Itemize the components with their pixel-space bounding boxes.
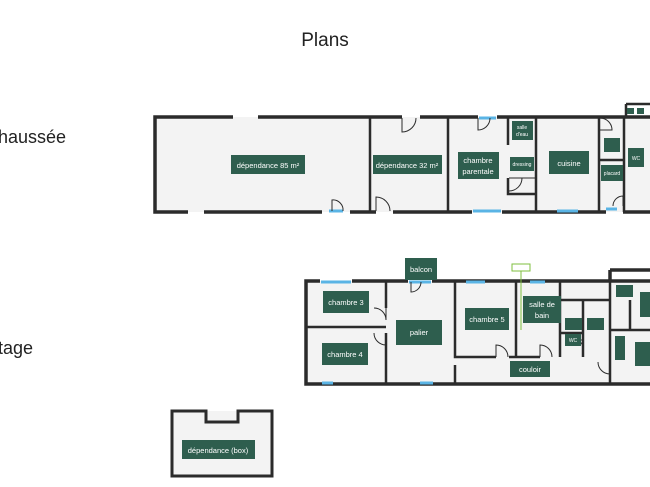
room-dependance-32 <box>373 155 442 174</box>
room-dependance-85 <box>231 155 305 174</box>
room-cuisine-label: cuisine <box>557 159 580 168</box>
room-chambre-3-label: chambre 3 <box>328 298 363 307</box>
ground-outer-walls <box>153 115 650 214</box>
room-escalier-upper <box>587 318 604 330</box>
room-wc-ground <box>628 148 644 167</box>
room-salle-bain <box>523 296 561 323</box>
room-salle-eau-line1: salle <box>517 125 528 131</box>
room-chambre-parentale <box>458 152 499 179</box>
ground-windows <box>329 116 617 213</box>
room-chambre-5 <box>465 308 509 330</box>
room-balcon <box>405 258 437 280</box>
room-dependance-85-label: dépendance 85 m² <box>237 161 300 170</box>
box-walls <box>170 409 274 478</box>
room-couloir <box>510 361 550 377</box>
box-outbuilding-plan: dépendance (box) <box>170 409 274 478</box>
room-salle-bain-line2: bain <box>535 311 549 320</box>
room-salle-eau-line2: d'eau <box>516 132 528 138</box>
room-upper-right-2 <box>640 292 650 317</box>
room-chambre-4-label: chambre 4 <box>327 350 362 359</box>
room-salle-eau <box>512 121 533 140</box>
room-escalier-ground <box>604 138 620 152</box>
room-wc-upper-label: WC <box>569 338 578 344</box>
room-balcon-label: balcon <box>410 265 432 274</box>
stair-marker <box>511 263 531 330</box>
room-small-ground-1 <box>627 108 634 114</box>
room-chambre-5-label: chambre 5 <box>469 315 504 324</box>
upper-windows <box>321 280 545 385</box>
room-chambre-partial <box>635 342 650 366</box>
ground-interior-walls <box>368 102 650 212</box>
ground-doors <box>331 117 624 212</box>
room-chambre-parentale-line2: parentale <box>462 167 493 176</box>
room-chambre-4 <box>322 343 368 365</box>
room-dependance-box <box>182 440 255 459</box>
room-chambre-3 <box>323 291 369 313</box>
page-title: Plans <box>301 30 349 51</box>
room-chambre-parentale-line1: chambre <box>463 156 492 165</box>
room-small-ground-2 <box>637 108 644 114</box>
room-palier <box>396 320 442 345</box>
room-placard-upper <box>565 318 582 330</box>
room-placard-ground-label: placard <box>604 171 621 177</box>
room-palier-label: palier <box>410 328 429 337</box>
room-dependance-box-label: dépendance (box) <box>188 446 249 455</box>
ground-floor-label: haussée <box>0 127 67 147</box>
room-upper-right-3 <box>615 336 625 360</box>
room-dressing <box>510 157 534 171</box>
room-dependance-32-label: dépendance 32 m² <box>376 161 439 170</box>
room-dressing-label: dressing <box>513 162 532 168</box>
room-upper-right-1 <box>616 285 633 297</box>
upper-floor-label: tage <box>0 338 34 358</box>
room-salle-bain-line1: salle de <box>529 300 555 309</box>
ground-floor-plan: dépendance 85 m² dépendance 32 m² chambr… <box>153 102 650 214</box>
upper-floor-plan: balcon chambre 3 chambre 4 palier chambr… <box>304 258 650 386</box>
room-wc-upper <box>565 334 581 346</box>
room-placard-ground <box>601 165 623 181</box>
room-cuisine <box>549 151 589 174</box>
room-couloir-label: couloir <box>519 365 542 374</box>
room-wc-ground-label: WC <box>632 156 641 162</box>
